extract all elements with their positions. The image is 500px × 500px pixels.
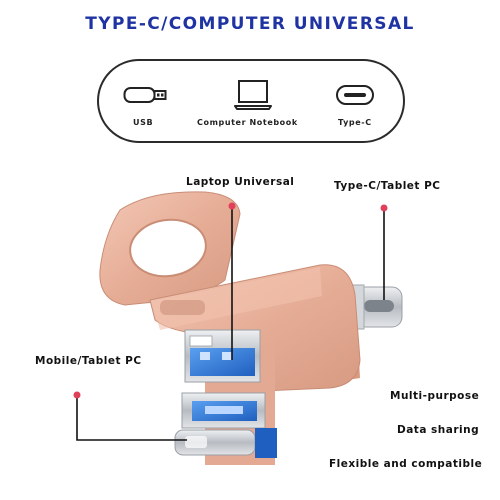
page-title: TYPE-C/COMPUTER UNIVERSAL <box>85 14 415 34</box>
callout-laptop-universal: Laptop Universal <box>186 176 295 188</box>
usb-stick-icon <box>123 87 167 103</box>
callout-type-c-tablet: Type-C/Tablet PC <box>334 180 441 192</box>
type-c-port-icon <box>336 85 374 105</box>
feature-multi-purpose: Multi-purpose <box>390 390 480 402</box>
callout-mobile-tablet: Mobile/Tablet PC <box>35 355 142 367</box>
feature-flexible-compatible: Flexible and compatible <box>329 458 483 470</box>
callout-dot-typec <box>380 204 388 212</box>
port-compatibility-panel <box>97 59 405 143</box>
lightning-connector <box>174 428 277 458</box>
port-label-type-c: Type-C <box>338 118 372 127</box>
callout-dot-laptop <box>228 202 236 210</box>
laptop-icon <box>234 80 272 110</box>
callout-dot-mobile <box>73 391 81 399</box>
port-label-computer-notebook: Computer Notebook <box>197 118 298 127</box>
port-label-usb: USB <box>133 118 154 127</box>
usb-a-connector <box>184 329 261 383</box>
micro-usb-connector <box>181 392 266 429</box>
feature-data-sharing: Data sharing <box>397 424 480 436</box>
